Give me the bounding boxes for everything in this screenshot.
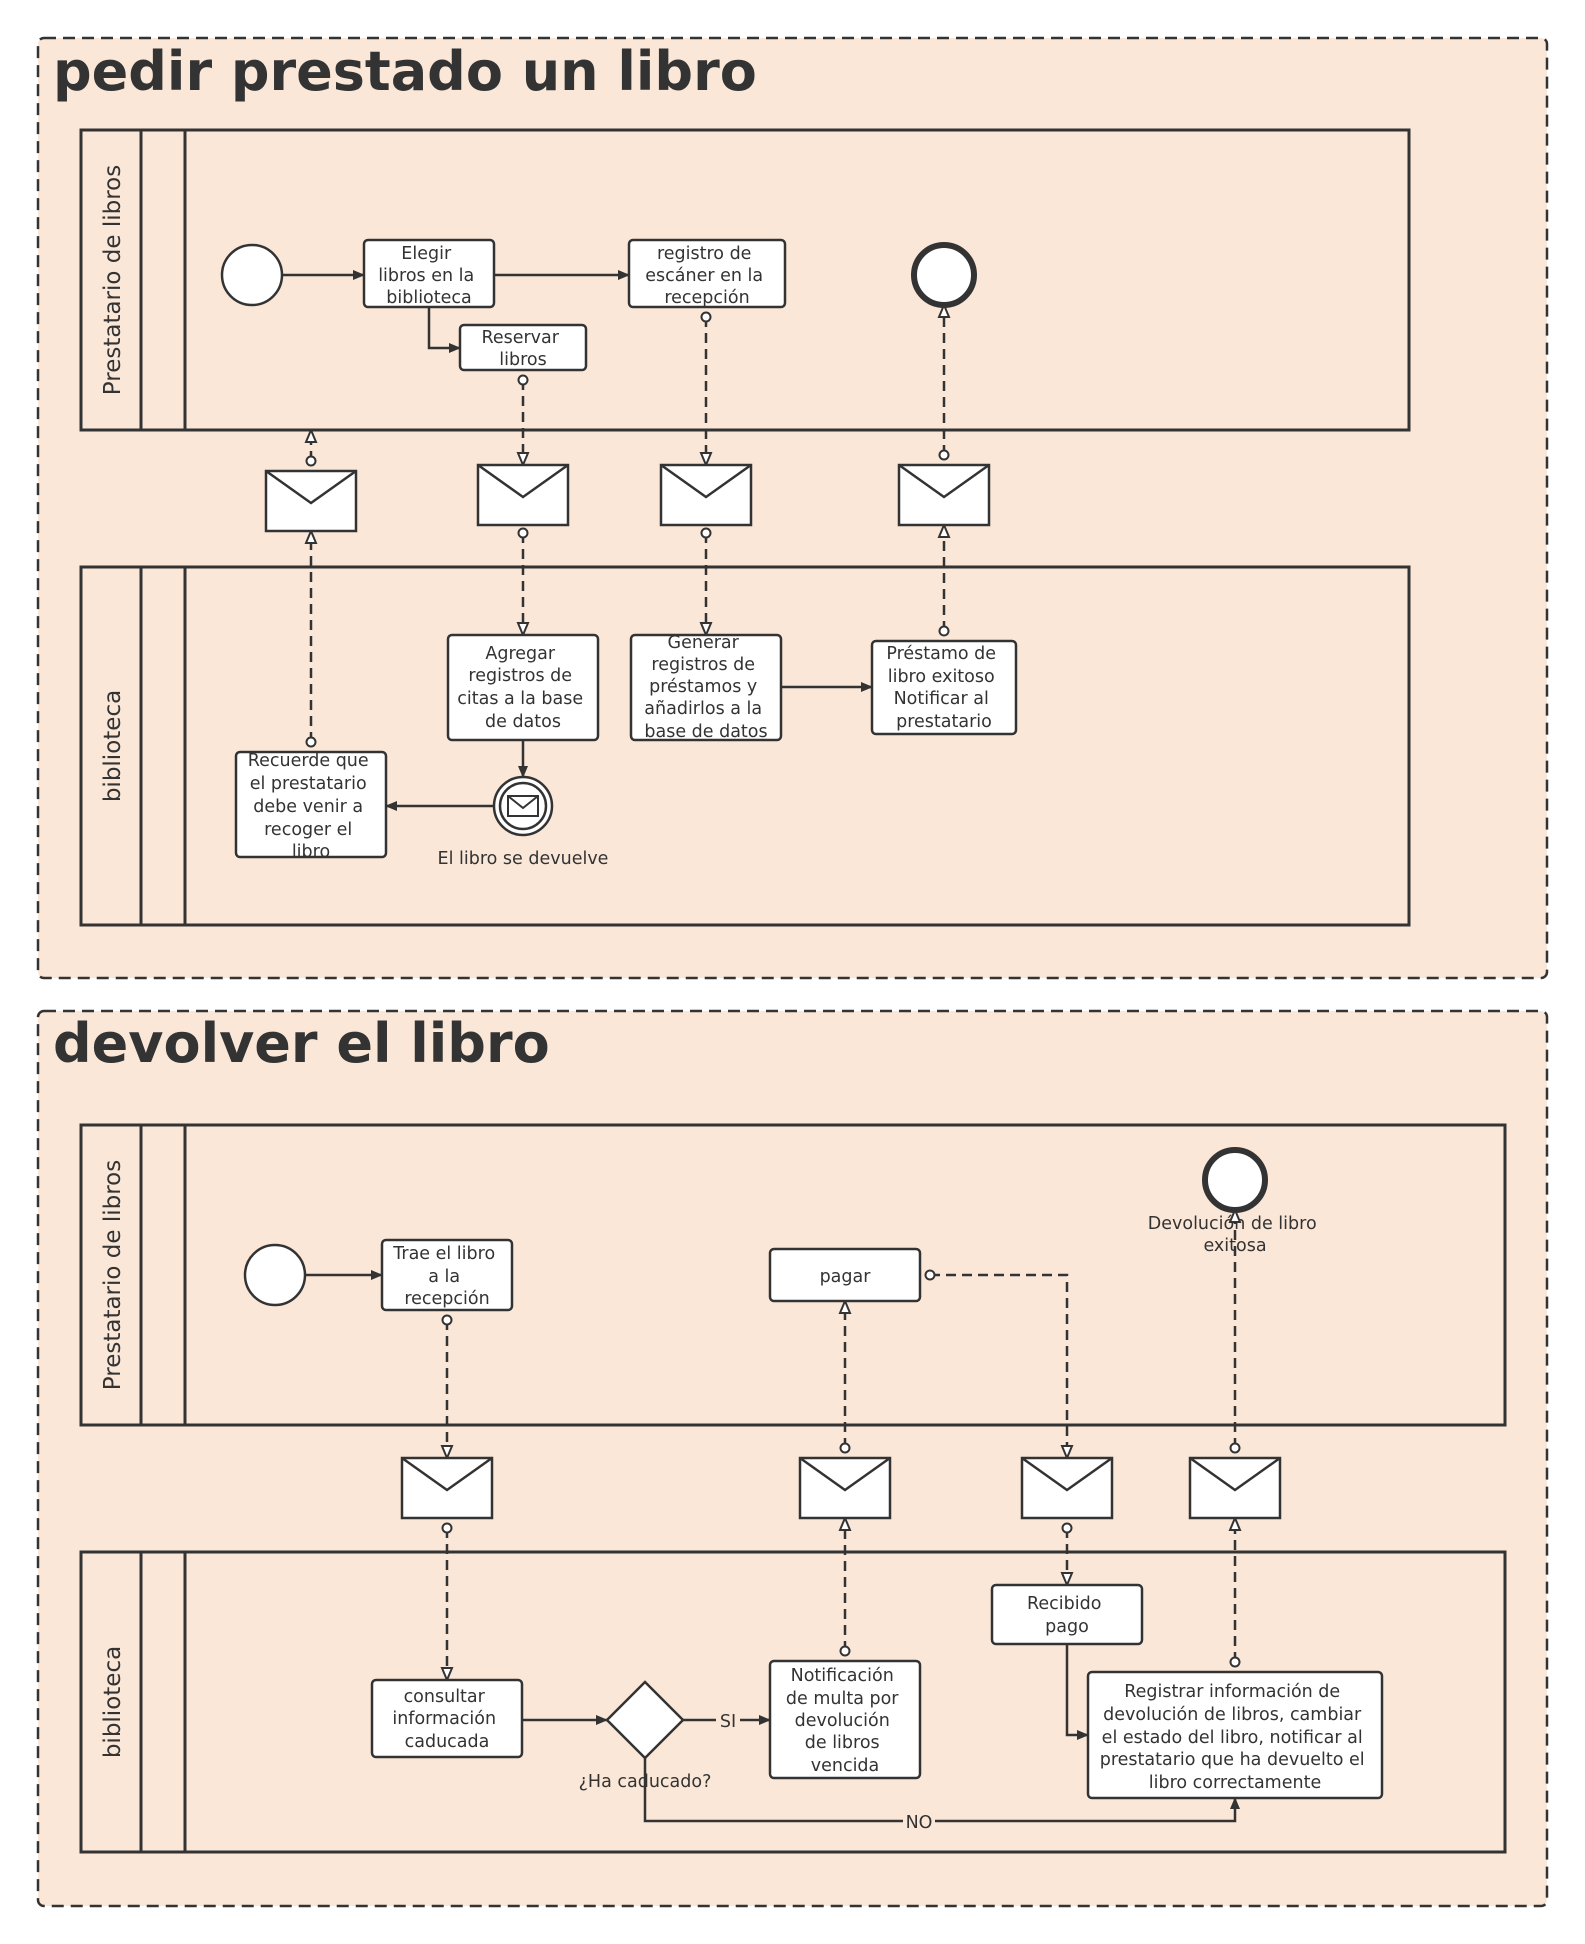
start-event-1 <box>220 243 284 307</box>
message-envelope-3 <box>659 463 753 527</box>
task-pagar: pagar <box>768 1247 922 1303</box>
svg-text:Registrar información de: Registrar información de devolución de l… <box>1100 1682 1371 1793</box>
svg-text:Reservar libros: Reservar libros <box>481 328 564 370</box>
svg-text:Generar registros de: Generar registros de préstamos y añadirl… <box>644 633 767 742</box>
lane-biblioteca-1 <box>79 565 1411 927</box>
task-registrar-devolucion: Registrar información de devolución de l… <box>1086 1670 1384 1800</box>
message-envelope-4 <box>897 463 991 527</box>
message-envelope-8 <box>1188 1456 1282 1520</box>
lane-prestatario-2 <box>79 1123 1507 1427</box>
task-trae-libro: Trae el libro a la recepción <box>380 1238 514 1312</box>
flow-recibido-registrar <box>1065 1644 1089 1740</box>
task-registro-escaner: registro de escáner en la recepción <box>627 238 787 309</box>
task-recuerde: Recuerde que el prestatario debe venir a… <box>234 750 388 862</box>
svg-text:Recibido pago: Recibido pago <box>1027 1594 1107 1637</box>
pool-pedir-prestado: pedir prestado un libro Prestatario de l… <box>36 36 1549 980</box>
msgflow-pagar-env7 <box>930 1275 1067 1458</box>
lane-label-biblioteca-2: biblioteca <box>100 1646 126 1758</box>
pool-2-title: devolver el libro <box>53 1012 550 1075</box>
message-envelope-7 <box>1020 1456 1114 1520</box>
svg-text:pagar: pagar <box>820 1267 872 1287</box>
start-event-2 <box>243 1243 307 1307</box>
end-event-1 <box>911 242 977 308</box>
svg-text:Trae el libro a la: Trae el libro a la recepción <box>392 1244 501 1309</box>
task-reservar-libros: Reservar libros <box>458 323 588 372</box>
svg-text:Préstamo de libro exit: Préstamo de libro exitoso Notificar al p… <box>886 644 1001 732</box>
task-generar-registros: Generar registros de préstamos y añadirl… <box>629 633 783 742</box>
message-envelope-5 <box>400 1456 494 1520</box>
svg-text:Recuerde que el presta: Recuerde que el prestatario debe venir a… <box>248 751 375 862</box>
message-event-libro-devuelve <box>492 775 554 837</box>
task-recibido-pago: Recibido pago <box>990 1583 1144 1646</box>
lane-label-prestatario-2: Prestatario de libros <box>100 1160 126 1390</box>
lane-label-prestatario-1: Prestatario de libros <box>100 165 126 395</box>
pool-devolver-libro: devolver el libro Prestatario de libros … <box>36 1009 1549 1908</box>
svg-text:registro de escáner en: registro de escáner en la recepción <box>645 244 768 308</box>
lane-label-biblioteca-1: biblioteca <box>100 690 126 802</box>
task-agregar-registros: Agregar registros de citas a la base de … <box>446 633 600 742</box>
end-event-2 <box>1202 1147 1268 1213</box>
svg-text:consultar información: consultar información caducada <box>392 1687 501 1752</box>
label-libro-devuelve: El libro se devuelve <box>438 849 609 869</box>
lane-biblioteca-2 <box>79 1550 1507 1854</box>
message-envelope-2 <box>476 463 570 527</box>
task-consultar: consultar información caducada <box>370 1678 524 1759</box>
pool-1-title: pedir prestado un libro <box>53 40 757 103</box>
task-elegir-libros: Elegir libros en la biblioteca <box>362 238 496 309</box>
flow-elegir-reservar <box>427 307 461 353</box>
task-notificacion-multa: Notificación de multa por devolución de … <box>768 1659 922 1780</box>
task-prestamo-exitoso: Préstamo de libro exitoso Notificar al p… <box>870 639 1018 736</box>
svg-text:Agregar registros de: Agregar registros de citas a la base de … <box>457 644 588 732</box>
svg-text:Notificación de multa: Notificación de multa por devolución de … <box>786 1666 904 1776</box>
message-envelope-1 <box>264 469 358 533</box>
label-si: SI <box>720 1712 736 1732</box>
lane-prestatario-1 <box>79 128 1411 432</box>
label-no: NO <box>906 1813 933 1833</box>
flow-gateway-no <box>643 1758 1240 1823</box>
svg-text:Elegir libros en la: Elegir libros en la biblioteca <box>378 244 480 308</box>
message-envelope-6 <box>798 1456 892 1520</box>
